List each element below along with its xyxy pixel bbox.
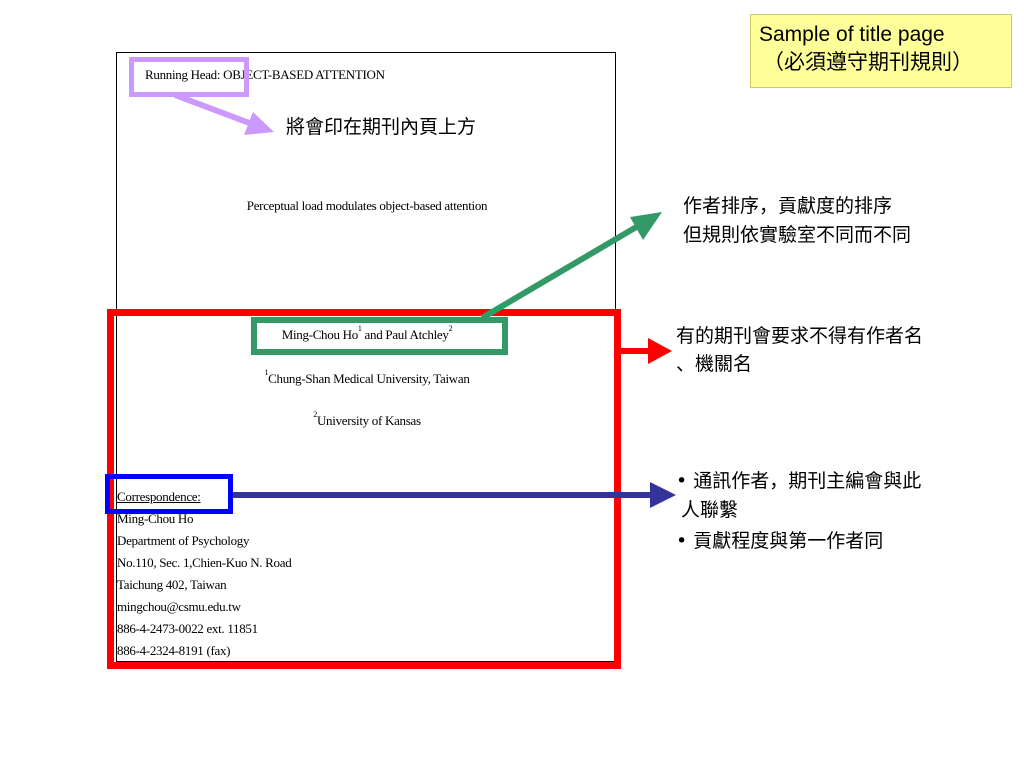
paper-title: Perceptual load modulates object-based a… bbox=[246, 198, 488, 213]
running-head-note: 將會印在期刊內頁上方 bbox=[286, 116, 477, 138]
author-2: Paul Atchley bbox=[385, 327, 449, 342]
sample-subtitle: （必須遵守期刊規則） bbox=[763, 51, 973, 74]
sample-title: Sample of title page bbox=[759, 23, 945, 46]
correspondence-note-line2: 人聯繫 bbox=[681, 499, 739, 521]
correspondence-line: Ming-Chou Ho bbox=[117, 511, 194, 526]
affiliation-1-sup: 1 bbox=[264, 368, 269, 377]
purple-arrow bbox=[173, 92, 274, 135]
correspondence-line: Taichung 402, Taiwan bbox=[117, 577, 227, 592]
anonymity-note-line1: 有的期刊會要求不得有作者名 bbox=[676, 325, 924, 347]
author-connector: and bbox=[361, 327, 386, 342]
author-line: Ming-Chou Ho1 and Paul Atchley2 bbox=[117, 324, 617, 343]
author-order-note-line2: 但規則依實驗室不同而不同 bbox=[683, 224, 912, 246]
correspondence-line: mingchou@csmu.edu.tw bbox=[117, 599, 241, 614]
author-2-sup: 2 bbox=[448, 324, 453, 333]
author-order-note-line1: 作者排序，貢獻度的排序 bbox=[683, 195, 893, 217]
correspondence-label: Correspondence: bbox=[117, 489, 201, 504]
sample-title-box: Sample of title page （必須遵守期刊規則） bbox=[750, 14, 1012, 88]
correspondence-line: 886-4-2473-0022 ext. 11851 bbox=[117, 621, 258, 636]
correspondence-line: No.110, Sec. 1,Chien-Kuo N. Road bbox=[117, 555, 292, 570]
correspondence-note-line3: • 貢獻程度與第一作者同 bbox=[676, 530, 884, 552]
green-arrow bbox=[480, 212, 662, 321]
affiliation-2: 2University of Kansas bbox=[117, 410, 617, 429]
correspondence-line: Department of Psychology bbox=[117, 533, 250, 548]
navy-arrow bbox=[233, 482, 676, 508]
running-head: Running Head: OBJECT-BASED ATTENTION bbox=[145, 67, 385, 82]
correspondence-note-line1: • 通訊作者，期刊主編會與此 bbox=[676, 470, 922, 492]
affiliation-1-text: Chung-Shan Medical University, Taiwan bbox=[268, 371, 470, 386]
author-1: Ming-Chou Ho bbox=[281, 327, 359, 342]
author-1-sup: 1 bbox=[357, 324, 362, 333]
affiliation-2-sup: 2 bbox=[313, 410, 317, 419]
anonymity-note-line2: 、機關名 bbox=[676, 353, 753, 375]
affiliation-1: 1Chung-Shan Medical University, Taiwan bbox=[117, 368, 617, 387]
title-page-document: Running Head: OBJECT-BASED ATTENTION Per… bbox=[116, 52, 616, 662]
red-arrow bbox=[621, 338, 672, 364]
affiliation-2-text: University of Kansas bbox=[316, 413, 421, 428]
correspondence-line: 886-4-2324-8191 (fax) bbox=[117, 643, 231, 658]
